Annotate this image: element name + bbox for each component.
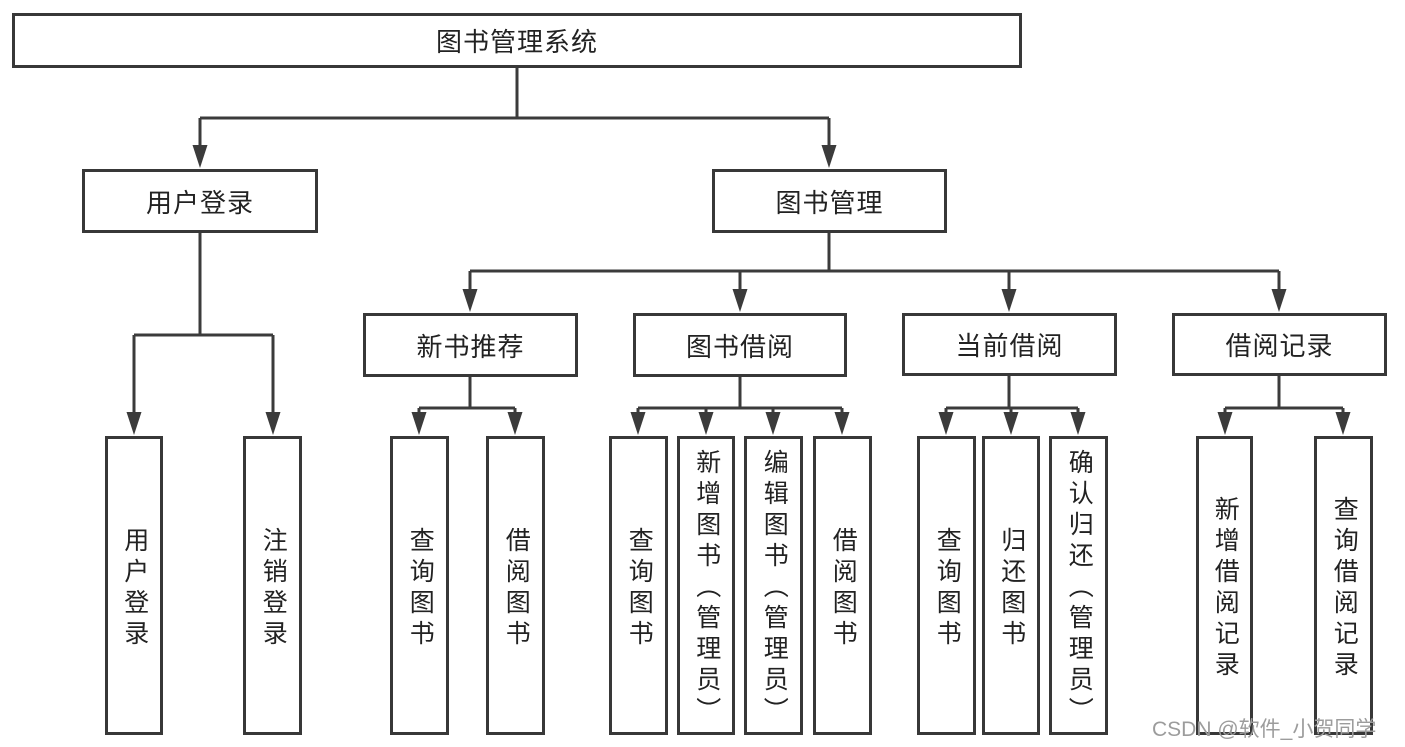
watermark: CSDN @软件_小贺同学 — [1152, 718, 1377, 741]
leaf-add-borrow-record: 新增借阅记录 — [1196, 436, 1253, 735]
leaf-query-books-recommend: 查询图书 — [390, 436, 449, 735]
leaf-add-borrow-record-label: 新增借阅记录 — [1211, 495, 1240, 682]
leaf-borrow-books-borrowing-label: 借阅图书 — [829, 526, 858, 651]
arrowhead-icon — [1001, 289, 1017, 312]
arrowhead-icon — [1070, 412, 1086, 435]
leaf-borrow-books-recommend: 借阅图书 — [486, 436, 545, 735]
arrowhead-icon — [1271, 289, 1287, 312]
arrowhead-icon — [821, 145, 837, 168]
leaf-user-login-label: 用户登录 — [120, 526, 149, 651]
arrowhead-icon — [1003, 412, 1019, 435]
leaf-query-books-recommend-label: 查询图书 — [406, 526, 435, 651]
node-new-book-recommend: 新书推荐 — [363, 313, 578, 377]
leaf-borrow-books-borrowing: 借阅图书 — [813, 436, 872, 735]
node-user-login-module: 用户登录 — [82, 169, 318, 233]
arrowhead-icon — [507, 412, 523, 435]
arrowhead-icon — [698, 412, 714, 435]
node-book-management: 图书管理 — [712, 169, 947, 233]
node-new-book-recommend-label: 新书推荐 — [416, 331, 525, 362]
leaf-add-book-admin: 新增图书（管理员） — [677, 436, 735, 735]
node-book-borrowing-label: 图书借阅 — [685, 331, 794, 362]
node-book-management-label: 图书管理 — [775, 187, 884, 218]
leaf-return-book: 归还图书 — [982, 436, 1040, 735]
leaf-edit-book-admin: 编辑图书（管理员） — [744, 436, 803, 735]
leaf-logout: 注销登录 — [243, 436, 302, 735]
arrowhead-icon — [834, 412, 850, 435]
node-book-borrowing: 图书借阅 — [633, 313, 847, 377]
leaf-return-book-label: 归还图书 — [997, 526, 1026, 651]
leaf-borrow-books-recommend-label: 借阅图书 — [502, 526, 531, 651]
node-current-borrowing-label: 当前借阅 — [955, 331, 1064, 361]
node-library-system-label: 图书管理系统 — [435, 27, 598, 57]
leaf-query-books-current: 查询图书 — [917, 436, 976, 735]
arrowhead-icon — [630, 412, 646, 435]
arrowhead-icon — [1217, 412, 1233, 435]
leaf-confirm-return-admin-label: 确认归还（管理员） — [1065, 449, 1094, 728]
leaf-confirm-return-admin: 确认归还（管理员） — [1049, 436, 1108, 735]
arrowhead-icon — [265, 412, 281, 435]
node-library-system: 图书管理系统 — [12, 13, 1022, 68]
arrowhead-icon — [765, 412, 781, 435]
leaf-logout-label: 注销登录 — [259, 526, 288, 651]
leaf-query-books-borrowing: 查询图书 — [609, 436, 668, 735]
arrowhead-icon — [938, 412, 954, 435]
leaf-user-login: 用户登录 — [105, 436, 163, 735]
leaf-query-borrow-record: 查询借阅记录 — [1314, 436, 1373, 735]
node-borrowing-records: 借阅记录 — [1172, 313, 1387, 376]
leaf-query-borrow-record-label: 查询借阅记录 — [1330, 495, 1359, 682]
arrowhead-icon — [462, 289, 478, 312]
arrowhead-icon — [1335, 412, 1351, 435]
leaf-edit-book-admin-label: 编辑图书（管理员） — [760, 449, 789, 728]
leaf-query-books-borrowing-label: 查询图书 — [625, 526, 654, 651]
leaf-query-books-current-label: 查询图书 — [933, 526, 962, 651]
arrowhead-icon — [732, 289, 748, 312]
arrowhead-icon — [192, 145, 208, 168]
arrowhead-icon — [411, 412, 427, 435]
node-borrowing-records-label: 借阅记录 — [1225, 331, 1334, 361]
leaf-add-book-admin-label: 新增图书（管理员） — [692, 449, 721, 728]
node-current-borrowing: 当前借阅 — [902, 313, 1117, 376]
node-user-login-module-label: 用户登录 — [145, 187, 254, 218]
arrowhead-icon — [126, 412, 142, 435]
